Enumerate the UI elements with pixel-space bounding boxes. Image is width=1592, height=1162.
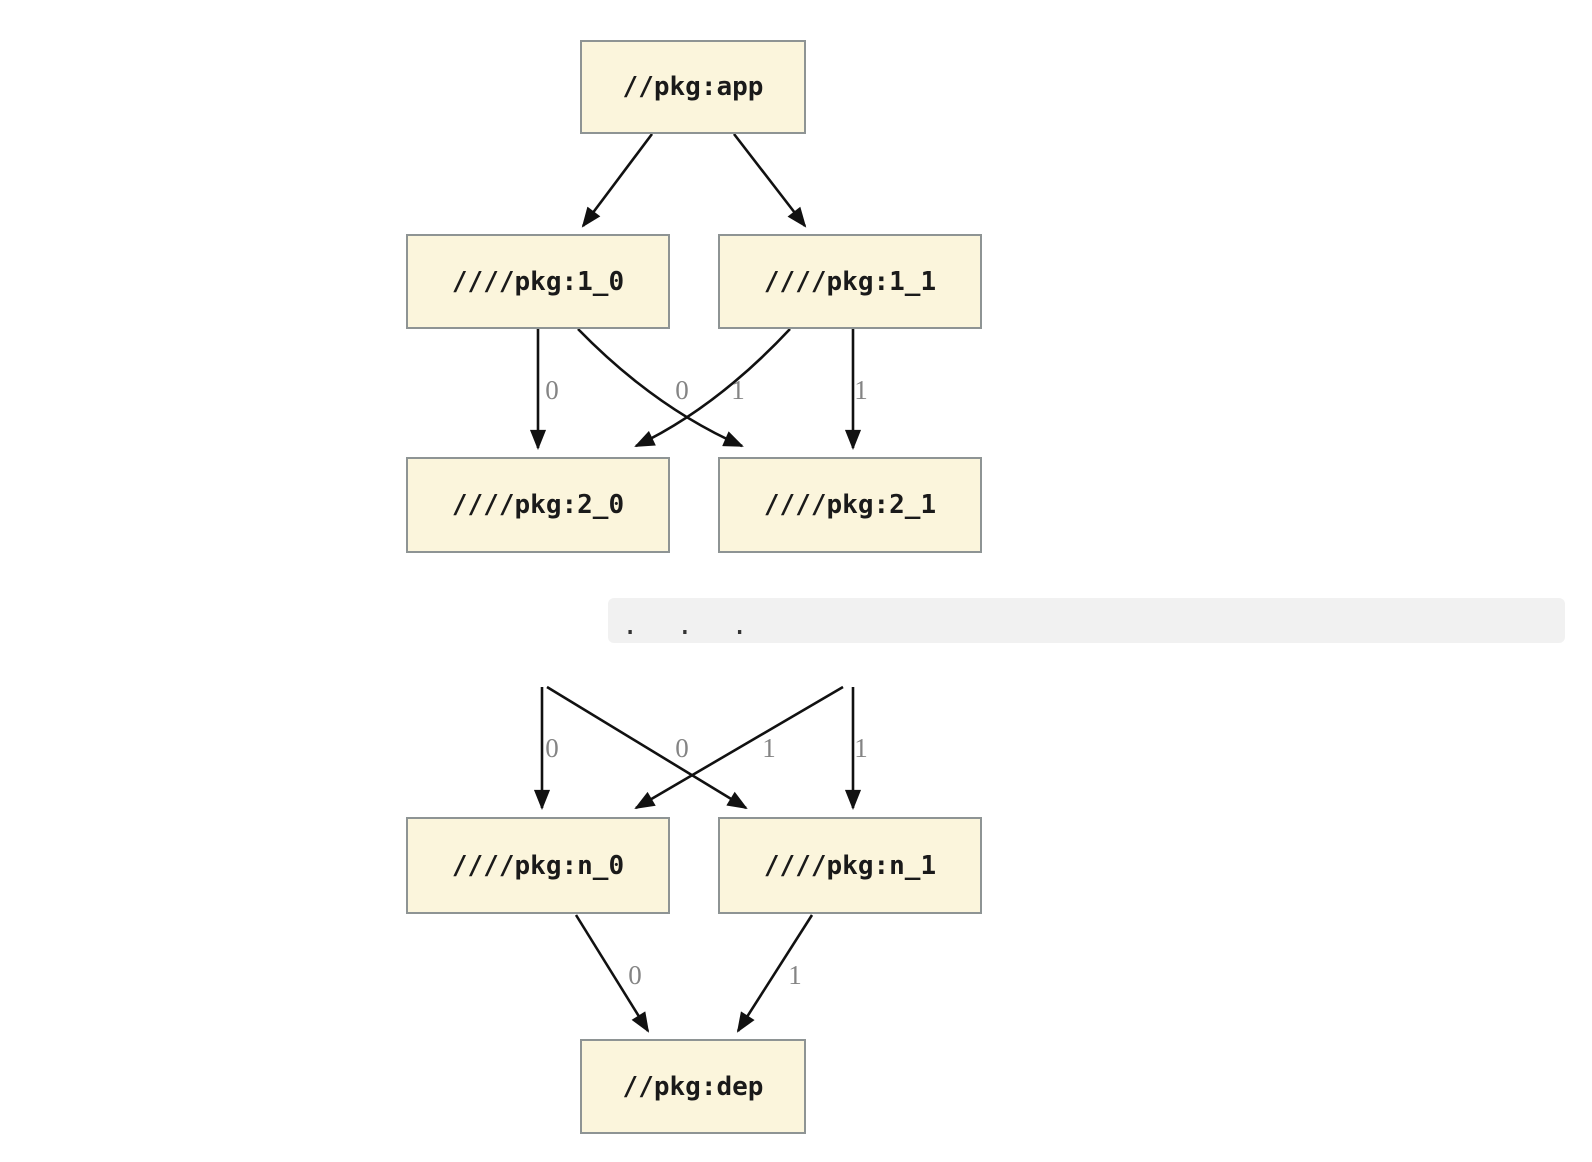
edge-1_1-to-2_0	[634, 328, 791, 448]
edge-omitted0-to-n_1	[546, 685, 748, 810]
edge-omitted1-to-n_0	[634, 685, 844, 810]
edge-label-1_1-to-2_0: 1	[731, 375, 745, 405]
edge-label-1_0-to-2_0: 0	[545, 375, 559, 405]
node-pkg-2_1: ////pkg:2_1	[718, 457, 982, 553]
node-pkg-app: //pkg:app	[580, 40, 806, 134]
edge-app-to-1_0	[581, 133, 654, 228]
ellipsis-text: . . .	[622, 610, 750, 641]
edge-label-n_0-to-dep: 0	[628, 960, 642, 990]
edge-label-omitted1-to-n_0: 1	[762, 733, 776, 763]
edge-1_0-to-2_1	[577, 328, 744, 448]
node-pkg-2_0: ////pkg:2_0	[406, 457, 670, 553]
edge-label-1_0-to-2_1: 0	[675, 375, 689, 405]
edge-app-to-1_1	[732, 133, 807, 228]
node-pkg-n_1: ////pkg:n_1	[718, 817, 982, 914]
edge-n_1-to-dep	[736, 914, 814, 1033]
node-pkg-n_0: ////pkg:n_0	[406, 817, 670, 914]
edge-label-omitted0-to-n_1: 0	[675, 733, 689, 763]
edge-label-1_1-to-2_1: 1	[854, 375, 868, 405]
edge-label-omitted1-to-n_1: 1	[854, 733, 868, 763]
node-pkg-dep: //pkg:dep	[580, 1039, 806, 1134]
node-pkg-1_0: ////pkg:1_0	[406, 234, 670, 329]
node-pkg-1_1: ////pkg:1_1	[718, 234, 982, 329]
ellipsis-separator: . . .	[608, 598, 1565, 643]
edge-label-n_1-to-dep: 1	[788, 960, 802, 990]
edge-n_0-to-dep	[574, 914, 650, 1033]
edge-label-omitted0-to-n_0: 0	[545, 733, 559, 763]
